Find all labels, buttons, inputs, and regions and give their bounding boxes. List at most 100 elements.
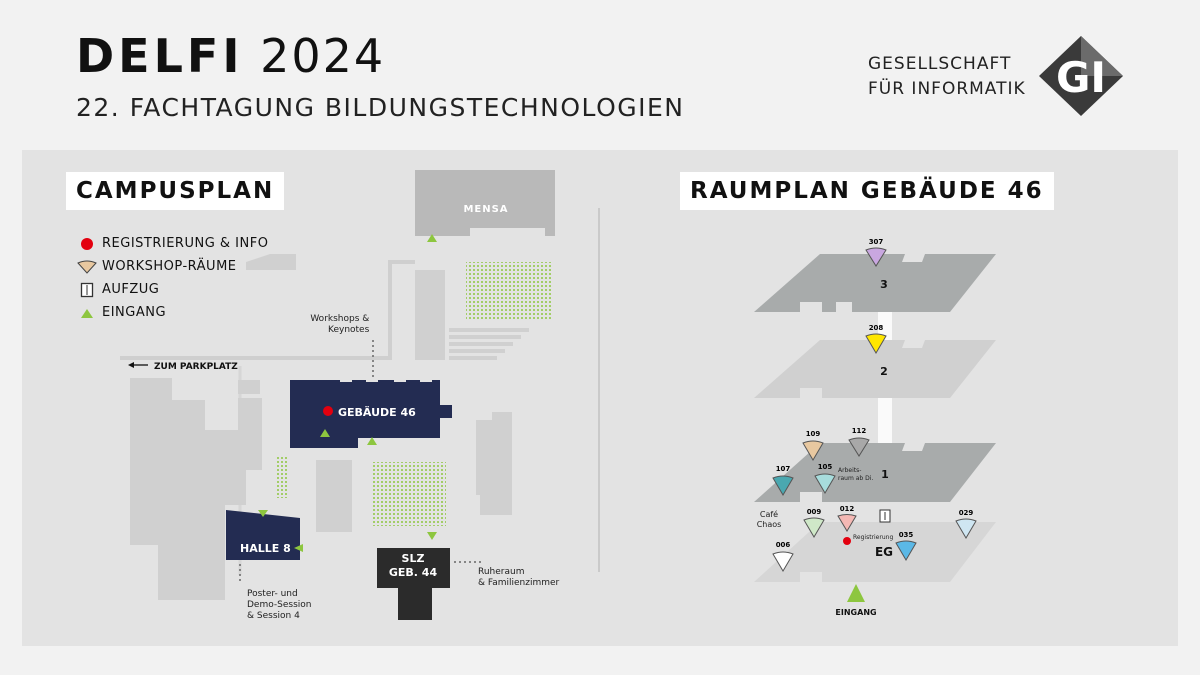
page-subtitle: 22. FACHTAGUNG BILDUNGSTECHNOLOGIEN [76,93,685,122]
legend-label: AUFZUG [102,282,160,297]
legend-label: EINGANG [102,305,167,320]
room-marker-035: 035 [895,531,917,561]
org-name-line1: GESELLSCHAFT [868,54,1012,74]
entrance-triangle-icon [81,308,93,318]
campus-heading: CAMPUSPLAN [66,172,285,210]
slz-label-line1: SLZ [402,552,425,565]
room-105-label: 105 [818,463,833,471]
arbeitsraum-label-line2: raum ab Di. [838,475,873,482]
room-009-label: 009 [807,508,822,516]
elevator-icon [80,282,94,297]
building-grey [130,378,262,600]
floor-1-label: 1 [881,468,889,481]
building-heading: RAUMPLAN GEBÄUDE 46 [680,172,1054,210]
poster-label-line1: Poster- und [247,589,298,599]
building-slz [377,548,450,620]
rest-label: Ruheraum & Familienzimmer [478,567,559,589]
floor-notch [800,388,822,398]
slz-label-line2: GEB. 44 [389,566,438,579]
building-grey [316,460,352,532]
building-notch [366,378,378,382]
green-area [372,462,446,526]
building-notch [340,378,352,382]
building-46-label: GEBÄUDE 46 [338,405,416,419]
title-bold: DELFI [76,29,244,83]
room-208-label: 208 [869,324,884,332]
parking-arrowhead [128,362,134,368]
legend-label: REGISTRIERUNG & INFO [102,236,269,251]
building-halle-8 [226,510,300,560]
entrance-icon [427,234,437,242]
title-year: 2024 [260,29,386,83]
poster-label-line3: & Session 4 [247,611,300,621]
parking-label: ZUM PARKPLATZ [154,362,238,372]
org-name: GESELLSCHAFT FÜR INFORMATIK [868,52,1026,102]
legend-item-entrance: EINGANG [76,301,268,324]
poster-label-line2: Demo-Session [247,600,312,610]
floor-3-label: 3 [880,278,888,291]
room-012-label: 012 [840,505,855,513]
mensa-label: MENSA [463,204,508,215]
legend-item-registration: REGISTRIERUNG & INFO [76,232,268,255]
entrance-icon [427,532,437,540]
room-307-label: 307 [869,238,884,246]
legend-label: WORKSHOP-RÄUME [102,259,237,274]
building-grey [415,270,445,360]
stair-line [449,356,497,360]
entrance-icon [258,510,268,517]
floor-2-label: 2 [880,365,888,378]
page-title: DELFI 2024 [76,28,385,84]
legend: REGISTRIERUNG & INFO WORKSHOP-RÄUME AUFZ… [76,232,268,324]
floor-plan: 3 2 1 EG Registrierung EINGANG 307 [754,238,996,617]
legend-item-elevator: AUFZUG [76,278,268,301]
legend-item-workshop: WORKSHOP-RÄUME [76,255,268,278]
red-dot-icon [81,237,93,250]
arbeitsraum-label-line1: Arbeits- [838,467,861,474]
campus-map: GEBÄUDE 46 HALLE 8 SLZ GEB. 44 ZUM PARKP… [120,170,555,620]
green-area [275,456,289,498]
cafe-label-line2: Chaos [757,520,782,529]
rest-label-line1: Ruheraum [478,567,525,577]
entrance-icon [367,437,377,445]
room-marker-112: 112 [848,427,870,457]
room-marker-012: 012 [837,505,857,532]
room-marker-006: 006 [772,541,794,572]
entrance-icon [847,584,865,602]
room-marker-009: 009 [803,508,825,538]
room-marker-109: 109 [802,430,824,461]
room-marker-107: 107 [772,465,794,496]
poster-label: Poster- und Demo-Session & Session 4 [247,589,312,622]
entrance-icon [294,544,303,552]
eingang-label: EINGANG [835,608,876,617]
room-029-label: 029 [959,509,974,517]
stair-line [449,342,513,346]
org-name-line2: FÜR INFORMATIK [868,79,1026,99]
stair-line [449,349,505,353]
building-notch [420,378,432,382]
floor-notch [902,340,925,348]
floor-2 [754,340,996,398]
stair-line [449,328,529,332]
floor-notch [800,572,822,582]
green-area [466,262,552,320]
floor-eg-label: EG [875,545,893,559]
building-grey [476,412,512,515]
registration-marker-icon [843,537,851,545]
workshop-room-icon [77,260,97,274]
workshops-label-line2: Keynotes [328,325,370,335]
gi-logo-text: GI [1056,53,1106,102]
room-marker-105: 105 [814,463,836,494]
room-107-label: 107 [776,465,791,473]
room-035-label: 035 [899,531,914,539]
floor-notch [902,254,925,262]
room-marker-307: 307 [865,238,887,267]
rest-label-line2: & Familienzimmer [478,578,560,588]
gi-logo-icon: GI [1039,36,1123,116]
room-marker-208: 208 [865,324,887,354]
entrance-icon [320,429,330,437]
stair-line [449,335,521,339]
building-notch [394,378,406,382]
workshops-label: Workshops & Keynotes [310,314,369,336]
building-46 [290,380,452,448]
